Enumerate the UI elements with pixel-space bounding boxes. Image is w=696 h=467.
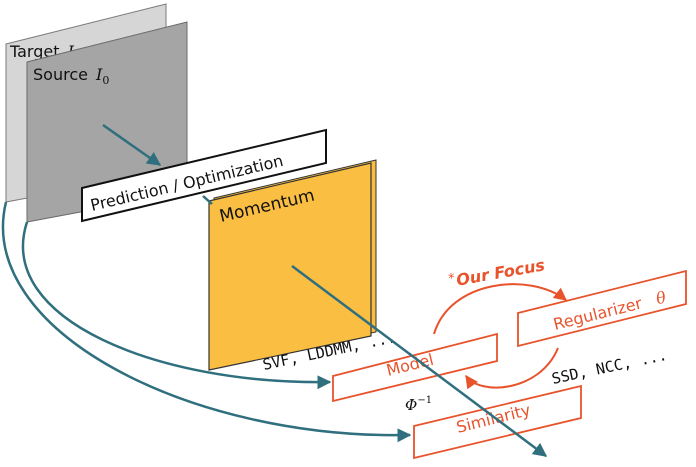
similarity-examples-text: SSD, NCC, ...	[550, 346, 669, 388]
similarity-box: Similarity	[413, 384, 582, 460]
phi-inverse-label: Φ−1	[405, 395, 432, 414]
target-to-similarity-arrow	[1, 201, 412, 443]
source-to-prediction-arrow	[102, 123, 162, 167]
phi-inverse-arrow	[291, 264, 548, 458]
momentum-map: Momentum	[208, 159, 377, 371]
model-to-regularizer-arrow	[433, 283, 568, 335]
prediction-to-momentum-connector	[202, 195, 213, 205]
source-to-model-arrow	[21, 221, 332, 390]
regularizer-box: Regularizer θ	[517, 269, 687, 348]
momentum-front-plane	[208, 162, 372, 371]
regularizer-to-model-arrow	[465, 347, 559, 390]
source-label: Source I0	[33, 65, 109, 87]
